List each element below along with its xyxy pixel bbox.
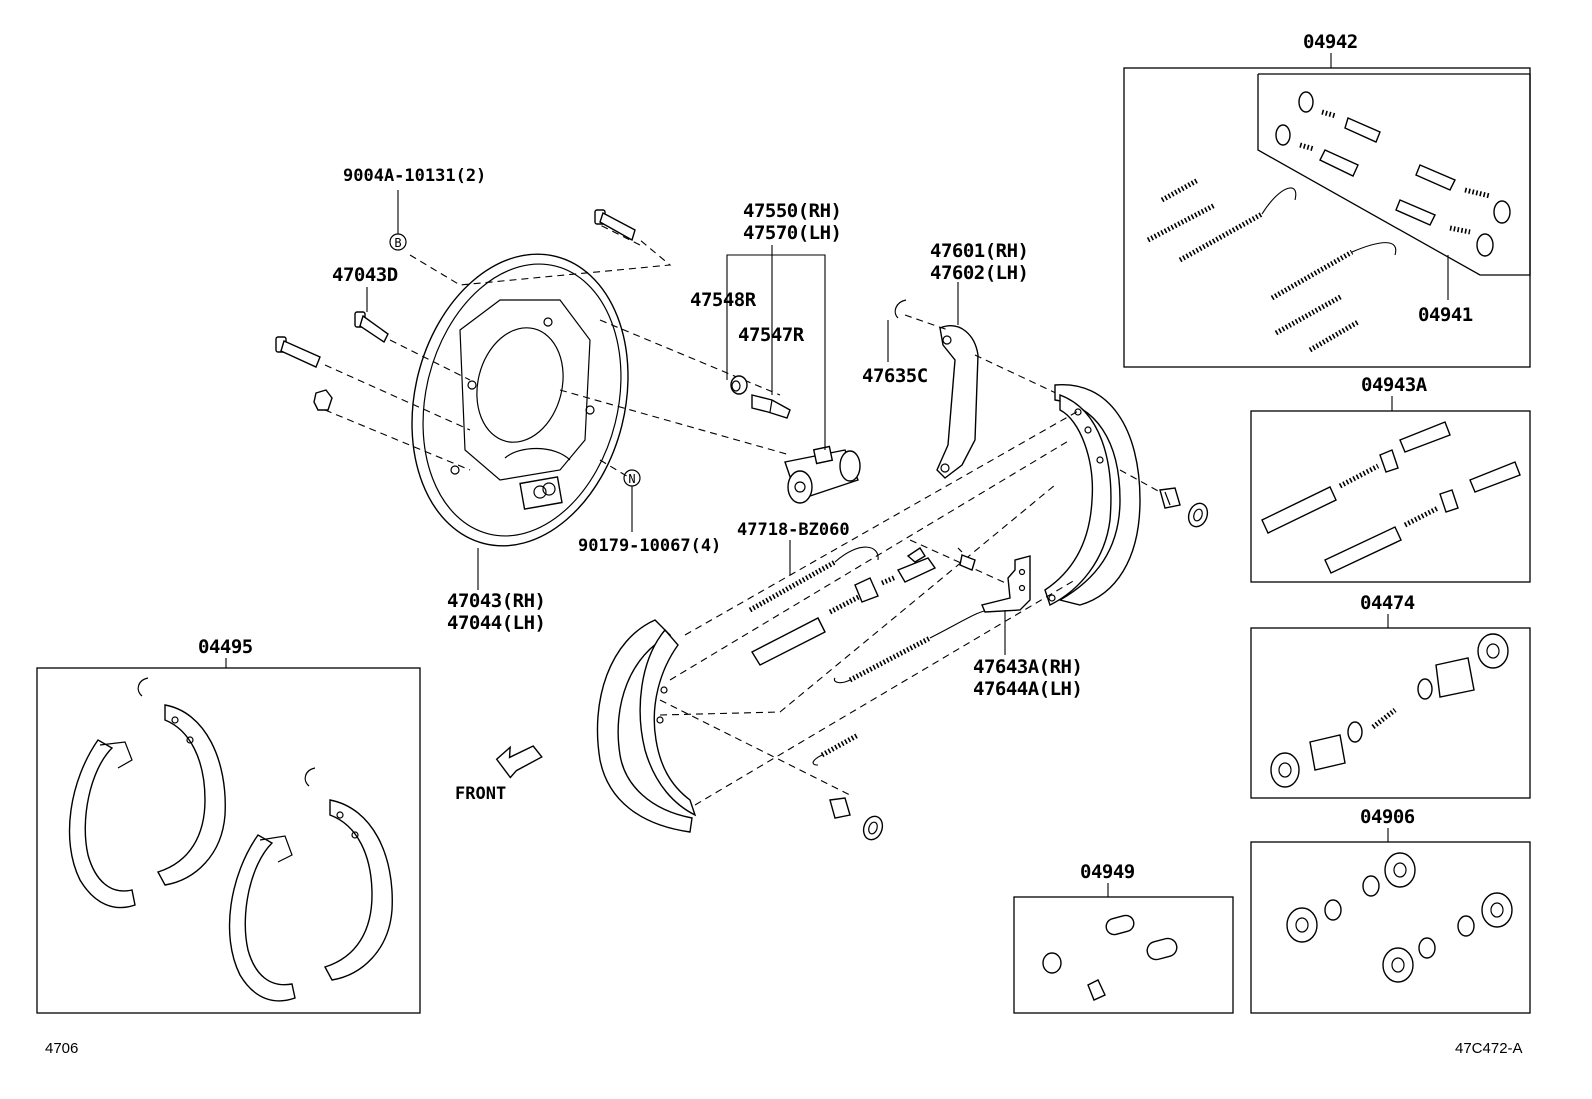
kit-shoe-1	[68, 739, 136, 909]
marker-n: N	[623, 469, 641, 487]
label-plate-rh: 47043(RH)	[447, 590, 545, 612]
bleeder-cap-47548r	[730, 375, 748, 395]
adjuster-spring	[748, 546, 879, 613]
label-bolt-d: 47043D	[332, 264, 398, 286]
adjuster-pin	[957, 547, 976, 571]
plate-dash-lines	[324, 224, 791, 479]
label-adjuster: 47718-BZ060	[737, 520, 850, 540]
return-spring-lower	[833, 609, 991, 684]
kit-label-04942: 04942	[1303, 31, 1358, 53]
figure-code: 47C472-A	[1455, 1040, 1523, 1057]
label-lever-rh: 47601(RH)	[930, 240, 1028, 262]
kit-04906: 04906	[1250, 806, 1531, 1014]
lever-dash-lines	[904, 314, 1061, 396]
svg-text:B: B	[394, 236, 401, 250]
kit-shoe-4	[323, 799, 393, 981]
plate-nut	[313, 389, 333, 411]
c-clip-47635c	[894, 299, 907, 319]
marker-b: B	[389, 233, 407, 251]
kit-label-04943a: 04943A	[1361, 374, 1428, 396]
svg-text:N: N	[628, 472, 635, 486]
kit-04943a: 04943A	[1250, 374, 1531, 583]
brake-shoe-front	[596, 619, 697, 833]
plate-bolt-left	[275, 336, 321, 368]
hold-down-spring-front	[812, 732, 860, 766]
cylinder-bracket-lines	[726, 245, 826, 450]
label-plate-lh: 47044(LH)	[447, 612, 545, 634]
label-clip: 47635C	[862, 365, 928, 387]
shoe-dash-lines	[659, 409, 1161, 806]
kit-clip-1	[137, 677, 149, 697]
backing-plate	[411, 253, 629, 547]
label-bleeder-cap: 47548R	[690, 289, 757, 311]
adjuster-socket	[751, 547, 937, 666]
kit-clip-2	[304, 767, 316, 787]
hold-down-cup-front	[829, 797, 884, 841]
label-bleeder-plug: 47547R	[738, 324, 805, 346]
bleeder-plug-47547r	[751, 394, 791, 419]
hold-down-spring-rear	[1159, 487, 1209, 528]
label-lever-lh: 47602(LH)	[930, 262, 1028, 284]
front-arrow	[495, 745, 543, 779]
label-adj-lever-lh: 47644A(LH)	[973, 678, 1082, 700]
kit-label-04495: 04495	[198, 636, 253, 658]
adjuster-screw	[828, 574, 897, 615]
label-cyl-lh: 47570(LH)	[743, 222, 841, 244]
kit-label-04949: 04949	[1080, 861, 1135, 883]
kit-label-04906: 04906	[1360, 806, 1415, 828]
label-front: FRONT	[455, 784, 506, 804]
kit-adjuster-1	[1261, 421, 1451, 534]
kit-04474: 04474	[1250, 592, 1531, 799]
kit-shoe-3	[228, 834, 296, 1002]
kit-label-04474: 04474	[1360, 592, 1415, 614]
kit-04942: 04942 04941	[1123, 31, 1531, 368]
parking-brake-lever	[936, 325, 979, 479]
wheel-cylinder	[784, 445, 861, 504]
label-bolt-b: 9004A-10131(2)	[343, 166, 486, 186]
bolt-47043d	[354, 311, 389, 344]
plate-bolt-top	[594, 209, 636, 242]
kit-adjuster-2	[1324, 461, 1521, 574]
kit-pin-group	[1275, 91, 1511, 257]
adjusting-lever	[981, 555, 1031, 613]
label-cyl-rh: 47550(RH)	[743, 200, 841, 222]
kit-shoe-2	[156, 704, 226, 886]
brake-shoe-rear	[1044, 384, 1141, 606]
leader-lines	[366, 190, 1006, 655]
page-number: 4706	[45, 1040, 78, 1057]
label-adj-lever-rh: 47643A(RH)	[973, 656, 1082, 678]
kit-04949: 04949	[1013, 861, 1234, 1014]
kit-04495: 04495	[36, 636, 421, 1014]
kit-spring-1	[1146, 177, 1397, 353]
label-nut-n: 90179-10067(4)	[578, 536, 721, 556]
kit-label-04941: 04941	[1418, 304, 1473, 326]
